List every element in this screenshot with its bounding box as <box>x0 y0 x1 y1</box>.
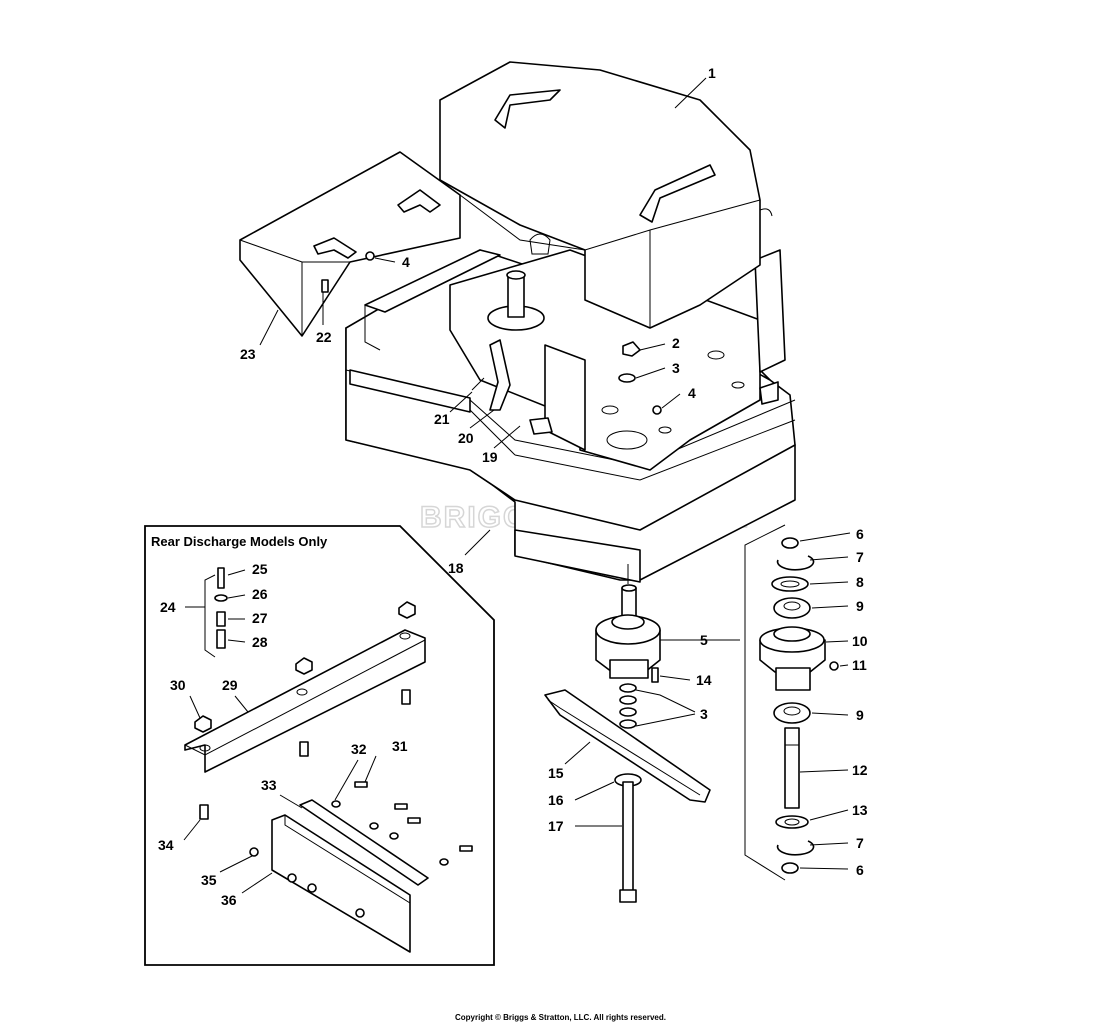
callout-8: 8 <box>856 574 864 590</box>
callout-12: 12 <box>852 762 868 778</box>
callout-15: 15 <box>548 765 564 781</box>
spindle-assembly <box>544 564 711 903</box>
callout-9b: 9 <box>856 707 864 723</box>
callout-7: 7 <box>856 549 864 565</box>
callout-1: 1 <box>708 65 716 81</box>
callout-24: 24 <box>160 599 176 615</box>
callout-3b: 3 <box>700 706 708 722</box>
callout-20: 20 <box>458 430 474 446</box>
callout-26: 26 <box>252 586 268 602</box>
discharge-chute <box>239 151 461 337</box>
callout-9: 9 <box>856 598 864 614</box>
callout-23: 23 <box>240 346 256 362</box>
deck-cover <box>439 61 773 329</box>
callout-36: 36 <box>221 892 237 908</box>
copyright-notice: Copyright © Briggs & Stratton, LLC. All … <box>455 1013 666 1022</box>
callout-34: 34 <box>158 837 174 853</box>
callout-3: 3 <box>672 360 680 376</box>
callout-25: 25 <box>252 561 268 577</box>
exploded-spindle <box>744 524 839 881</box>
rear-discharge-inset: Rear Discharge Models Only <box>144 525 495 966</box>
callout-2: 2 <box>672 335 680 351</box>
mower-deck <box>345 249 796 583</box>
callout-27: 27 <box>252 610 268 626</box>
callout-14: 14 <box>696 672 712 688</box>
callout-19: 19 <box>482 449 498 465</box>
callout-11: 11 <box>852 657 867 673</box>
callout-4: 4 <box>688 385 696 401</box>
callout-6b: 6 <box>856 862 864 878</box>
callout-21: 21 <box>434 411 450 427</box>
inset-title: Rear Discharge Models Only <box>151 534 328 549</box>
callout-10: 10 <box>852 633 868 649</box>
callout-17: 17 <box>548 818 564 834</box>
callout-30: 30 <box>170 677 186 693</box>
callout-32: 32 <box>351 741 367 757</box>
callout-6: 6 <box>856 526 864 542</box>
callout-29: 29 <box>222 677 238 693</box>
callout-7b: 7 <box>856 835 864 851</box>
callout-numbers: 1 2 3 4 4 5 6 7 8 9 10 11 3 9 12 13 7 6 … <box>158 65 868 908</box>
callout-13: 13 <box>852 802 868 818</box>
callout-31: 31 <box>392 738 408 754</box>
callout-33: 33 <box>261 777 277 793</box>
callout-5: 5 <box>700 632 708 648</box>
callout-18: 18 <box>448 560 464 576</box>
callout-22: 22 <box>316 329 332 345</box>
callout-35: 35 <box>201 872 217 888</box>
deck-hardware <box>321 251 662 435</box>
leader-lines <box>183 77 851 894</box>
callout-28: 28 <box>252 634 268 650</box>
callout-16: 16 <box>548 792 564 808</box>
callout-4b: 4 <box>402 254 410 270</box>
